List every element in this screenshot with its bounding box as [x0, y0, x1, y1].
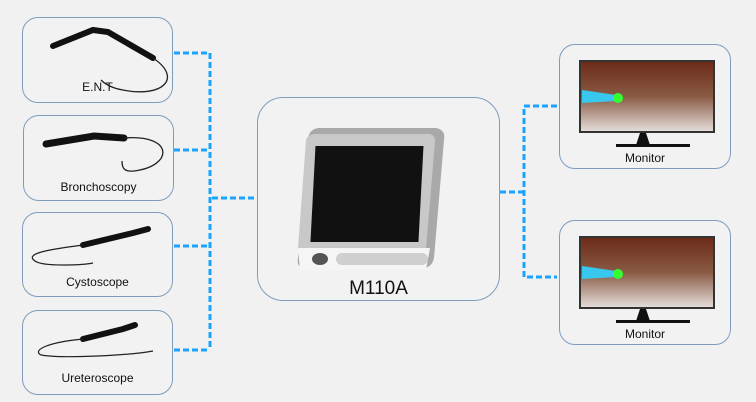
cystoscope-icon	[31, 226, 151, 266]
monitor-box-1[interactable]: Monitor	[559, 44, 731, 169]
ureteroscope-icon	[37, 322, 154, 358]
center-device-box[interactable]: M110A	[257, 97, 500, 301]
monitor-icon	[579, 60, 715, 147]
m110a-monitor-icon	[297, 128, 445, 270]
connector-trunk-left	[174, 51, 212, 350]
device-label: E.N.T	[82, 80, 113, 94]
device-label: Ureteroscope	[61, 371, 134, 385]
monitor-label: Monitor	[624, 151, 665, 165]
monitor-box-2[interactable]: Monitor	[559, 220, 731, 345]
device-label: Bronchoscopy	[60, 180, 137, 194]
ent-scope-icon	[50, 26, 168, 93]
monitor-icon	[579, 236, 715, 323]
device-box-ureteroscope[interactable]: Ureteroscope	[22, 310, 173, 395]
bronchoscope-icon	[42, 132, 164, 172]
connector-trunk-right	[522, 104, 557, 279]
device-box-bronchoscopy[interactable]: Bronchoscopy	[23, 115, 174, 201]
device-box-cystoscope[interactable]: Cystoscope	[22, 212, 173, 297]
center-device-label: M110A	[349, 278, 408, 299]
monitor-label: Monitor	[624, 327, 665, 341]
device-box-ent[interactable]: E.N.T	[22, 17, 173, 103]
device-label: Cystoscope	[66, 275, 129, 289]
